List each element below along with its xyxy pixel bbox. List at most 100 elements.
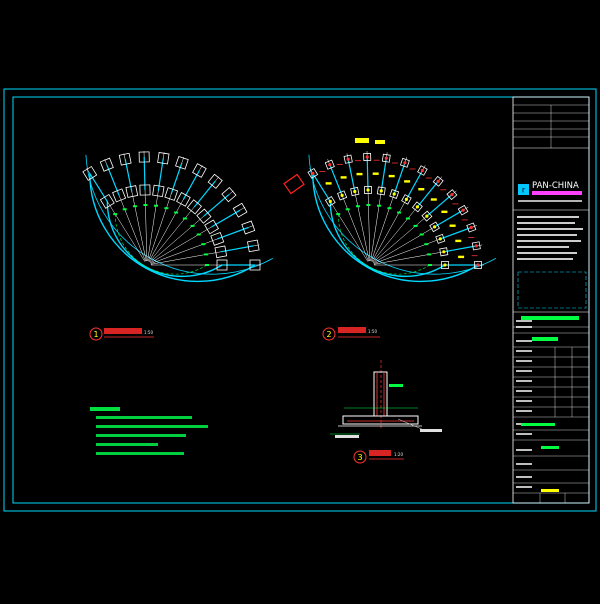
dimension-text-glyph	[336, 213, 341, 216]
dimension-text-glyph	[355, 205, 360, 208]
company-info-line-7	[517, 252, 577, 254]
rebar-plan-view-2	[283, 138, 496, 283]
title-block-field-label-glyph	[516, 326, 532, 328]
title-block-field-label-glyph	[516, 320, 532, 322]
beam-rebar-label-glyph	[441, 210, 448, 213]
inner-pile-cap	[337, 190, 348, 201]
company-info-line-5	[517, 240, 581, 242]
dimension-text-glyph	[377, 204, 381, 207]
title-block-field-label-glyph	[516, 449, 532, 451]
radial-beam	[393, 162, 406, 195]
title-block-field-label-glyph	[516, 380, 532, 382]
section-detail-view-3: 3 1:20	[330, 360, 442, 464]
view-1-number: 1	[93, 330, 98, 339]
dimension-text-glyph	[196, 233, 201, 236]
title-block-rows	[513, 104, 589, 503]
outer-pile-cap	[307, 168, 319, 179]
drawing-title-glyphs	[532, 337, 558, 341]
seal-area	[517, 271, 587, 309]
outer-pile-cap	[474, 261, 482, 269]
inner-pile-cap	[429, 221, 440, 233]
company-cn-name-glyphs	[532, 191, 582, 195]
inner-pile-cap	[216, 259, 228, 271]
inner-pile-cap	[401, 194, 412, 205]
outer-frame	[3, 88, 597, 512]
section-dimension-text-glyphs	[335, 435, 359, 438]
beam-rebar-label-glyph	[418, 188, 425, 191]
inner-pile-cap	[435, 233, 446, 244]
radial-beam	[440, 226, 472, 240]
column-rebar-marker	[476, 263, 480, 267]
title-block-field-label-glyph	[516, 410, 532, 412]
radial-beam	[217, 226, 249, 240]
notes-line-3	[96, 434, 186, 437]
column-rebar-marker	[442, 250, 446, 254]
section-callout-glyphs-2	[420, 429, 442, 432]
radial-beam	[329, 164, 343, 196]
dimension-inner-arc	[337, 214, 431, 275]
dimension-text-glyph	[204, 253, 209, 256]
stage-glyphs	[541, 489, 559, 492]
radial-beam	[182, 170, 200, 200]
column-rebar-marker	[384, 156, 388, 160]
column-rebar-marker	[420, 168, 424, 173]
radial-beam	[347, 159, 356, 192]
drawing-number-glyphs	[521, 423, 555, 426]
inner-pile-cap	[214, 245, 228, 259]
column-rebar-marker	[365, 155, 369, 159]
column-rebar-marker	[311, 171, 315, 175]
column-rebar-marker	[366, 188, 370, 192]
column-rebar-marker	[404, 197, 408, 201]
outer-pile-cap	[457, 204, 469, 216]
dimension-text-glyph	[419, 233, 424, 236]
radial-beam	[170, 162, 183, 195]
notes-line-4	[96, 443, 158, 446]
view-3-title-glyphs	[369, 450, 391, 456]
radial-beam	[143, 156, 146, 191]
outer-pile-cap	[432, 175, 444, 187]
beam-rebar-label-glyph	[430, 198, 437, 201]
dimension-text-glyph	[427, 253, 432, 256]
title-block-field-label-glyph	[516, 486, 532, 488]
title-block-field-label-glyph	[516, 476, 532, 478]
radial-beam	[312, 173, 331, 202]
inner-pile-cap	[439, 247, 449, 257]
column-rebar-marker	[469, 225, 473, 230]
beam-rebar-label-glyph	[404, 180, 411, 183]
radial-beam	[124, 159, 133, 192]
dimension-text-glyph	[397, 211, 402, 214]
inner-pile-cap	[350, 186, 360, 197]
radial-beam	[366, 156, 369, 191]
inner-pile-cap	[99, 193, 115, 209]
view-2-number: 2	[326, 330, 331, 339]
outer-pile-cap	[221, 186, 237, 203]
radial-beam	[380, 158, 387, 191]
title-block-border	[512, 96, 590, 504]
column-rebar-marker	[328, 163, 332, 167]
inner-pile-cap	[176, 192, 191, 207]
view-3-scale: 1:20	[394, 452, 403, 457]
top-callout-glyphs-2	[375, 140, 385, 144]
column-rebar-marker	[461, 208, 465, 212]
outer-pile-cap	[118, 152, 132, 166]
radial-beam	[434, 209, 464, 228]
title-block-field-label-glyph	[516, 433, 532, 435]
beam-rebar-label-glyph	[372, 172, 379, 175]
outer-pile-cap	[99, 157, 114, 172]
column-rebar-marker	[425, 214, 429, 218]
title-block-field-label-glyph	[516, 370, 532, 372]
company-address-glyphs	[518, 200, 582, 202]
radial-beam	[416, 180, 439, 208]
inner-pile-cap	[164, 187, 179, 201]
foundation-plan-view-1	[82, 150, 273, 283]
column-rebar-marker	[436, 179, 440, 183]
radial-beam	[193, 180, 216, 208]
beam-rebar-label-glyph	[458, 255, 465, 259]
outer-pile-cap	[417, 165, 428, 176]
column-rebar-marker	[450, 193, 454, 197]
outer-pile-cap	[157, 152, 170, 165]
company-info-line-8	[517, 258, 573, 260]
inner-pile-cap	[152, 184, 165, 198]
inner-pile-cap	[112, 188, 127, 203]
